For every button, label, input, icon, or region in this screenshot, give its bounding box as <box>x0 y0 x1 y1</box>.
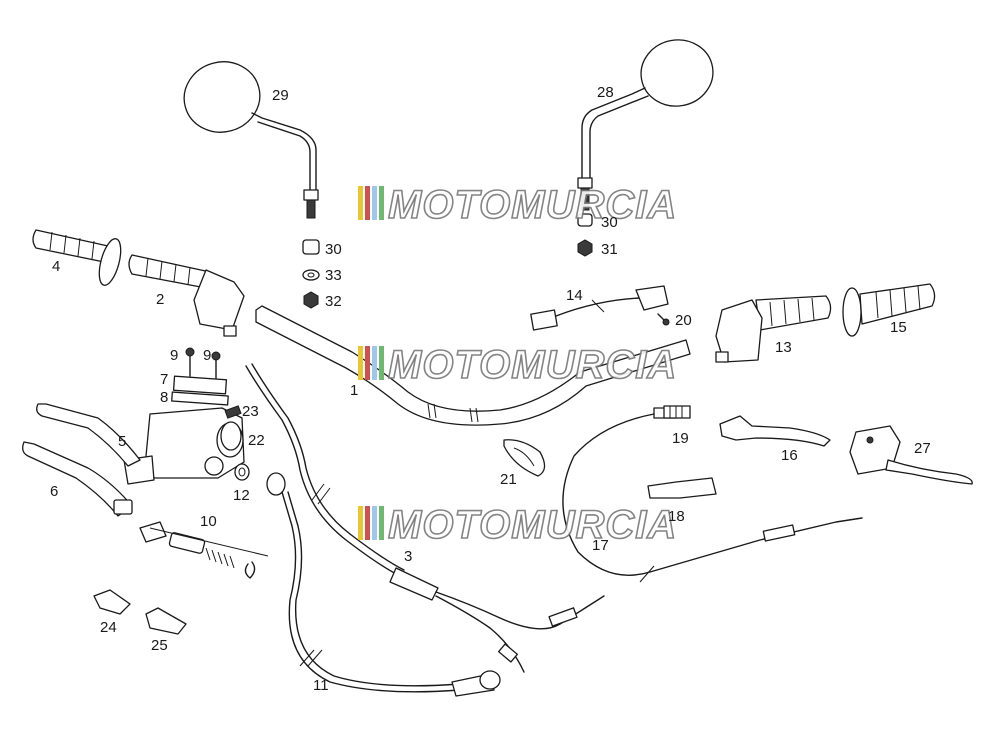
brake-hose-11 <box>266 472 501 697</box>
callout-21: 21 <box>500 471 517 488</box>
callout-4: 4 <box>52 258 60 275</box>
clutch-perch-27 <box>849 425 973 485</box>
throttle-cable-3 <box>245 363 605 673</box>
callout-30-right: 30 <box>601 214 618 231</box>
callout-5: 5 <box>118 433 126 450</box>
clutch-lever-16 <box>719 415 831 447</box>
svg-text:MOTOMURCIA: MOTOMURCIA <box>388 183 677 227</box>
switch-harness-14 <box>530 285 669 331</box>
callout-7: 7 <box>160 371 168 388</box>
callout-23: 23 <box>242 403 259 420</box>
callout-14: 14 <box>566 287 583 304</box>
watermark-top: MOTOMURCIA <box>358 182 677 228</box>
callout-18: 18 <box>668 508 685 525</box>
left-grip-4 <box>32 229 122 286</box>
callout-33: 33 <box>325 267 342 284</box>
callout-20: 20 <box>675 312 692 329</box>
callout-labels: 1 2 3 4 5 6 7 8 9 9 10 11 12 13 14 15 16… <box>50 84 931 694</box>
brake-lever-6 <box>22 441 133 517</box>
callout-13: 13 <box>775 339 792 356</box>
right-mirror <box>577 39 714 211</box>
callout-12: 12 <box>233 487 250 504</box>
callout-1: 1 <box>350 382 358 399</box>
callout-25: 25 <box>151 637 168 654</box>
callout-9a: 9 <box>170 347 178 364</box>
throttle-grip-2 <box>128 254 245 337</box>
right-grip-15 <box>842 283 936 337</box>
callout-19: 19 <box>672 430 689 447</box>
svg-text:MOTOMURCIA: MOTOMURCIA <box>388 343 677 387</box>
callout-10: 10 <box>200 513 217 530</box>
callout-6: 6 <box>50 483 58 500</box>
switch-25 <box>145 607 187 635</box>
handlebar-1 <box>255 305 691 426</box>
seals-22-12 <box>220 405 250 481</box>
callout-28: 28 <box>597 84 614 101</box>
clamp-21 <box>503 439 546 477</box>
watermark-middle: MOTOMURCIA <box>358 342 677 388</box>
brake-lever-5 <box>36 403 141 467</box>
reservoir-cap-7-8 <box>171 347 229 406</box>
callout-8: 8 <box>160 389 168 406</box>
callout-16: 16 <box>781 447 798 464</box>
piston-kit-10 <box>139 521 269 579</box>
right-grip-13 <box>715 295 832 363</box>
callout-9b: 9 <box>203 347 211 364</box>
callout-17: 17 <box>592 537 609 554</box>
mirror-fasteners-right <box>577 213 593 257</box>
callout-3: 3 <box>404 548 412 565</box>
callout-22: 22 <box>248 432 265 449</box>
screw-20 <box>657 313 670 326</box>
callout-27: 27 <box>914 440 931 457</box>
adjuster-19 <box>663 405 691 419</box>
callout-29: 29 <box>272 87 289 104</box>
left-mirror <box>183 61 319 219</box>
watermark-bottom: MOTOMURCIA <box>358 502 677 548</box>
switch-18 <box>647 477 717 499</box>
callout-2: 2 <box>156 291 164 308</box>
callout-24: 24 <box>100 619 117 636</box>
callout-32: 32 <box>325 293 342 310</box>
callout-15: 15 <box>890 319 907 336</box>
callout-31: 31 <box>601 241 618 258</box>
callout-11: 11 <box>313 677 329 694</box>
brake-switch-24 <box>93 589 131 615</box>
svg-text:MOTOMURCIA: MOTOMURCIA <box>388 503 677 547</box>
mirror-fasteners-left <box>302 239 320 309</box>
callout-30-left: 30 <box>325 241 342 258</box>
